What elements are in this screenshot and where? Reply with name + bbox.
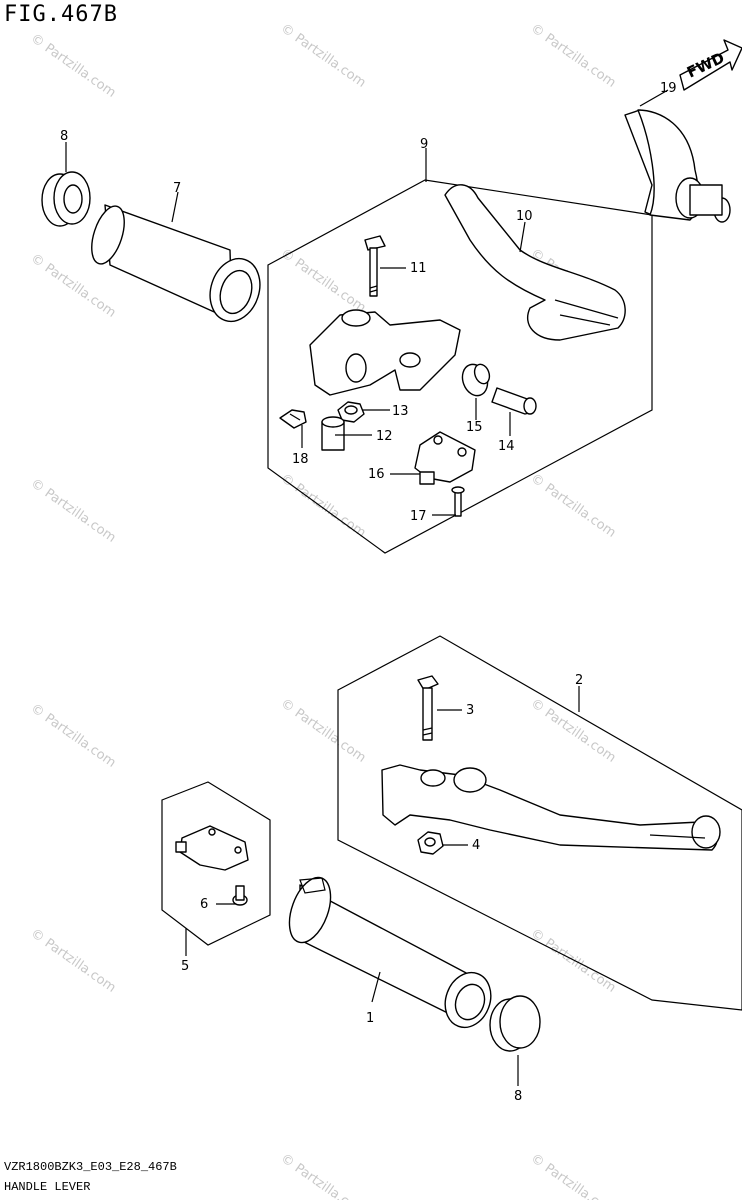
figure-title: FIG.467B [4,2,118,27]
part-1-throttle-grip[interactable] [281,872,498,1034]
lever-holder-bracket[interactable] [309,309,461,396]
part-15-adjuster-wheel[interactable] [458,361,492,399]
callout-9: 9 [420,137,428,152]
callout-5: 5 [181,959,189,974]
watermark: © Partzilla.com [528,926,619,996]
fwd-arrow-icon: FWD [679,39,742,91]
part-12-collar[interactable] [321,416,345,451]
callout-11: 11 [410,261,427,276]
part-8-end-cap-bottom[interactable] [489,995,541,1052]
part-18-screw[interactable] [279,409,307,429]
part-19-cable-guide[interactable] [624,109,731,223]
watermark: © Partzilla.com [278,246,369,316]
part-5-assembly-frame [161,781,271,946]
callout-8: 8 [514,1089,522,1104]
callout-15: 15 [466,420,483,435]
part-9-assembly-frame [267,179,653,554]
part-5-switch[interactable] [175,825,249,871]
part-13-nut[interactable] [337,401,365,423]
part-2-assembly-frame [337,635,742,1011]
part-3-bolt[interactable] [417,675,439,741]
watermark: © Partzilla.com [528,1151,619,1200]
watermark: © Partzilla.com [278,471,369,541]
callout-8: 8 [60,129,68,144]
callout-labels: 8 7 9 10 11 13 12 18 15 14 16 17 19 2 3 … [60,81,677,1104]
part-10-lever[interactable] [444,184,626,341]
callout-3: 3 [466,703,474,718]
watermark: © Partzilla.com [28,926,119,996]
watermark: © Partzilla.com [28,701,119,771]
callout-17: 17 [410,509,427,524]
callout-6: 6 [200,897,208,912]
watermark: © Partzilla.com [278,1151,369,1200]
part-8-end-cap-top[interactable] [41,171,91,227]
callout-2: 2 [575,673,583,688]
watermark: © Partzilla.com [528,471,619,541]
callout-10: 10 [516,209,533,224]
leader-lines [65,89,669,1086]
part-6-screw[interactable] [232,885,248,906]
callout-19: 19 [660,81,677,96]
watermark: © Partzilla.com [28,476,119,546]
watermark: © Partzilla.com [528,21,619,91]
part-7-grip[interactable] [85,202,267,328]
watermark: © Partzilla.com [278,696,369,766]
watermark: © Partzilla.com [278,21,369,91]
footer-code: VZR1800BZK3_E03_E28_467B [4,1160,177,1174]
part-11-bolt[interactable] [364,235,386,297]
callout-1: 1 [366,1011,374,1026]
callout-7: 7 [173,181,181,196]
callout-13: 13 [392,404,409,419]
callout-18: 18 [292,452,309,467]
part-2-clutch-lever[interactable] [381,764,721,851]
part-14-adjuster-bolt[interactable] [491,387,537,415]
part-16-switch[interactable] [414,431,476,485]
callout-14: 14 [498,439,515,454]
callout-16: 16 [368,467,385,482]
footer-title: HANDLE LEVER [4,1180,91,1194]
part-4-nut[interactable] [417,831,444,855]
watermark: © Partzilla.com [28,31,119,101]
callout-12: 12 [376,429,393,444]
callout-4: 4 [472,838,480,853]
part-17-screw[interactable] [451,486,465,517]
